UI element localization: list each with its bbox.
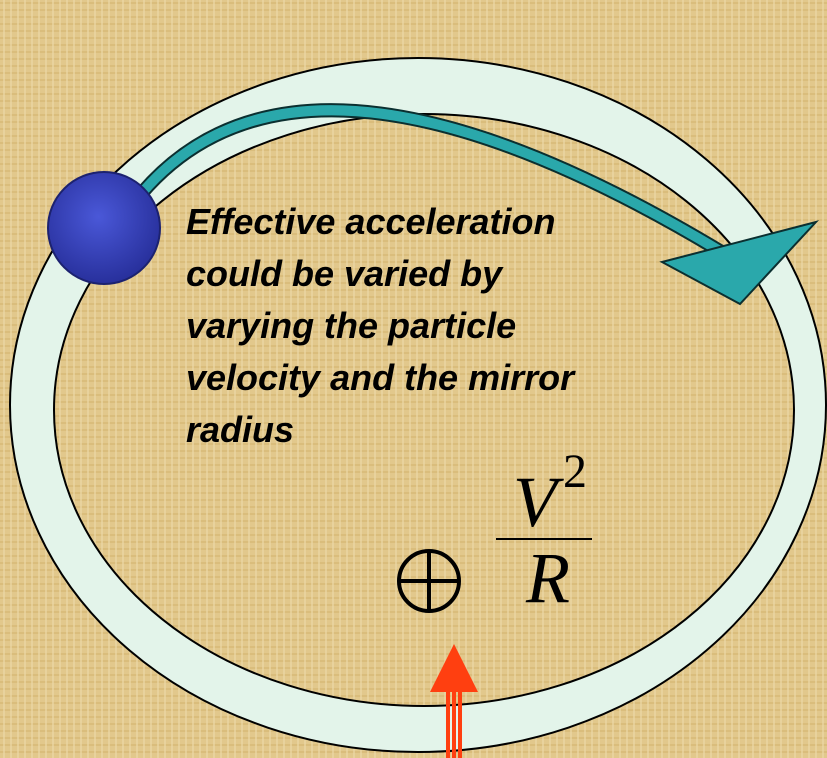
formula-velocity-symbol: V [513, 462, 557, 542]
caption-line: varying the particle [186, 305, 517, 346]
fraction-bar [496, 538, 592, 540]
caption-line: could be varied by [186, 253, 503, 294]
caption-text: Effective acceleration could be varied b… [186, 196, 706, 456]
circled-plus-icon [397, 549, 461, 613]
particle-sphere-icon [47, 171, 161, 285]
caption-line: Effective acceleration [186, 201, 556, 242]
formula-exponent: 2 [562, 445, 587, 498]
curved-arrow-icon [113, 103, 820, 306]
caption-line: velocity and the mirror [186, 357, 575, 398]
caption-line: radius [186, 409, 295, 450]
formula-radius-symbol: R [526, 538, 570, 618]
pointer-up-arrow-icon [430, 644, 478, 758]
mirror-ring [9, 57, 827, 753]
